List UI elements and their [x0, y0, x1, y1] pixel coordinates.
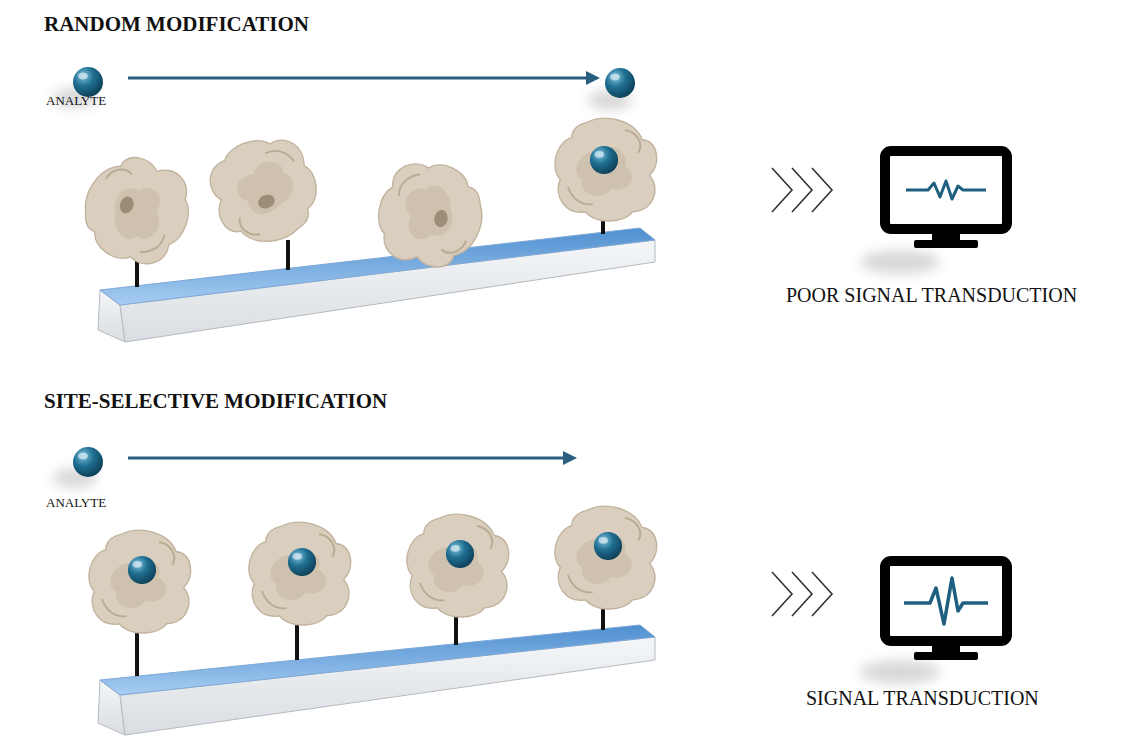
chevrons — [772, 572, 832, 616]
linker-stalks — [137, 205, 603, 287]
chevrons — [772, 168, 832, 212]
output-label: POOR SIGNAL TRANSDUCTION — [786, 283, 1077, 307]
bound-analyte — [288, 548, 316, 576]
analyte-sphere — [73, 67, 103, 97]
monitor — [885, 561, 1007, 660]
analyte-label: ANALYTE — [46, 93, 106, 109]
monitor — [885, 151, 1007, 248]
linker-stalks — [137, 600, 603, 676]
oriented-proteins — [89, 506, 657, 633]
output-label: SIGNAL TRANSDUCTION — [806, 686, 1039, 710]
sensor-surface — [98, 625, 655, 735]
analyte-flow-top — [73, 67, 635, 98]
weak-signal — [906, 181, 986, 199]
analyte-sphere — [73, 447, 103, 477]
random-proteins — [71, 118, 657, 276]
panel-heading: SITE-SELECTIVE MODIFICATION — [44, 389, 387, 414]
panel-heading: RANDOM MODIFICATION — [44, 12, 309, 37]
strong-signal — [904, 578, 988, 624]
analyte-sphere — [605, 68, 635, 98]
bound-analyte — [594, 532, 622, 560]
sensor-surface — [98, 228, 655, 342]
soft-shadows — [53, 88, 940, 684]
bound-analyte — [446, 540, 474, 568]
bound-analyte — [128, 556, 156, 584]
analyte-label: ANALYTE — [46, 495, 106, 511]
analyte-flow-bottom — [73, 447, 577, 477]
bound-analyte — [590, 146, 618, 174]
